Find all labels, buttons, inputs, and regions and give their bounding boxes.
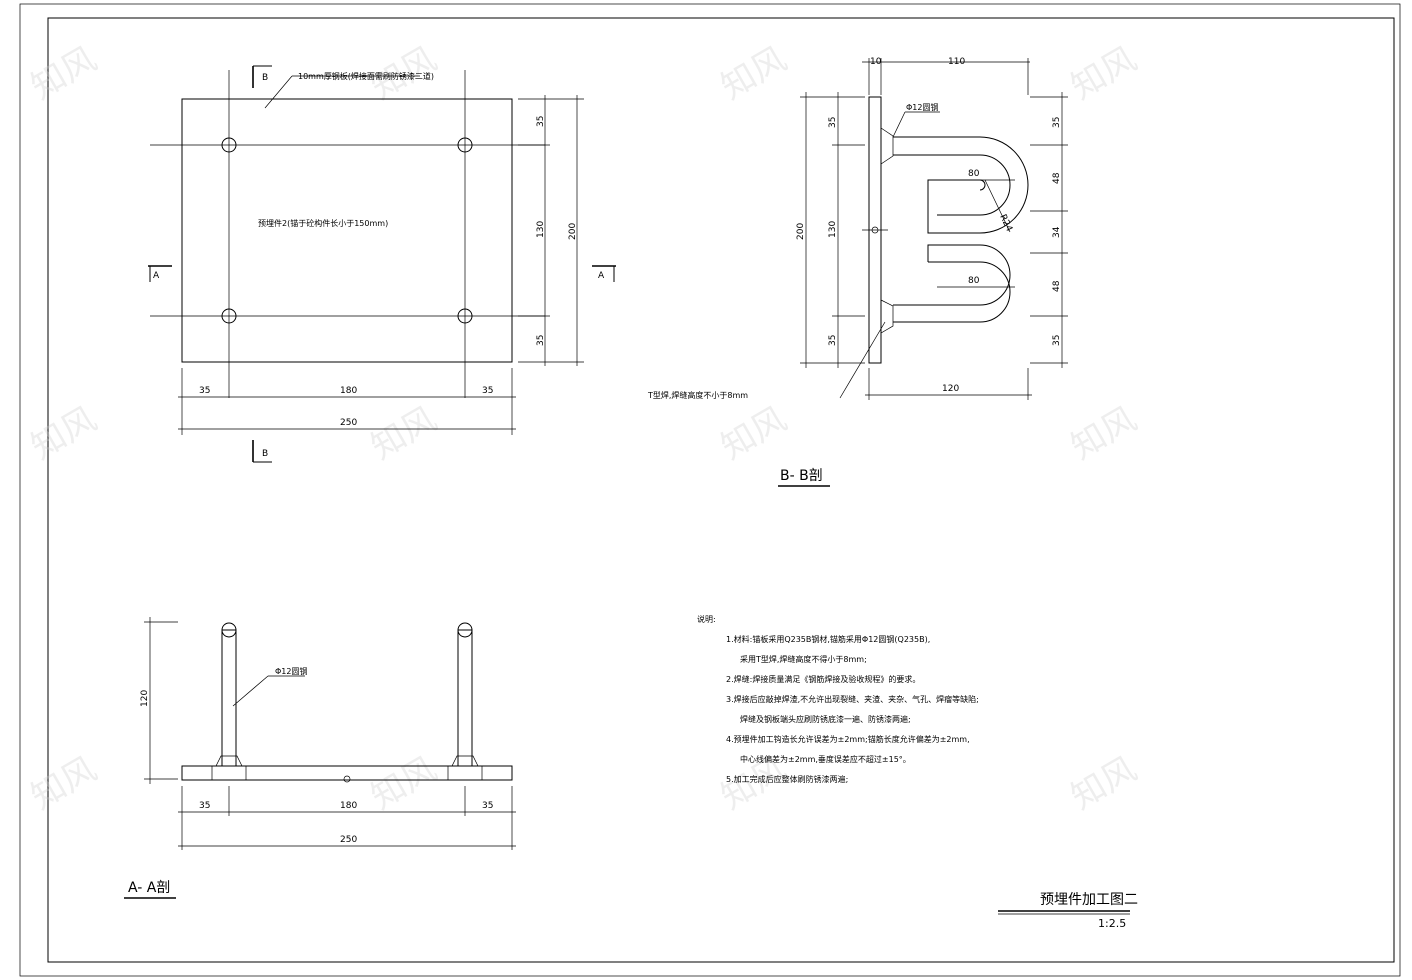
watermark-text: 知风 xyxy=(1065,399,1144,468)
embed-label: 预埋件2(锚于砼构件长小于150mm) xyxy=(258,218,388,228)
dim-left-mid: 130 xyxy=(828,221,838,238)
rebar-left xyxy=(221,629,237,767)
notes-heading: 说明: xyxy=(697,614,716,624)
anchor-hole xyxy=(457,308,473,324)
dim-h2: 48 xyxy=(1052,172,1062,184)
section-mark-b: B xyxy=(262,73,268,83)
section-aa-title: A- A剖 xyxy=(128,880,170,896)
dim-inner2: 80 xyxy=(968,276,980,286)
section-bb: R24 80 80 10 110 120 35 48 34 48 35 xyxy=(647,57,1068,487)
dim-top: 35 xyxy=(536,116,546,127)
note-line: 1.材料:锚板采用Q235B钢材,锚筋采用Φ12圆钢(Q235B), xyxy=(726,634,930,644)
u-rebar-lower xyxy=(893,244,1011,306)
watermark-text: 知风 xyxy=(715,399,794,468)
section-mark-b: B xyxy=(262,449,268,459)
dim-left-bot: 35 xyxy=(828,335,838,346)
watermark-text: 知风 xyxy=(1065,749,1144,818)
watermark-text: 知风 xyxy=(25,399,104,468)
watermark-text: 知风 xyxy=(25,749,104,818)
plate-section xyxy=(181,765,513,781)
note-line: 5.加工完成后应整体刷防锈漆两遍; xyxy=(726,774,848,784)
rebar-label: Φ12圆钢 xyxy=(906,102,938,112)
dim-right: 35 xyxy=(482,801,493,811)
dim-height: 120 xyxy=(140,690,150,707)
drawing-title: 预埋件加工图二 xyxy=(1040,892,1138,908)
u-rebar-upper xyxy=(893,136,1029,234)
dim-plate-t: 10 xyxy=(870,57,882,67)
dim-bottom: 35 xyxy=(536,335,546,346)
dim-h3: 34 xyxy=(1052,226,1062,238)
dim-total-h: 200 xyxy=(568,223,578,240)
section-bb-title: B- B剖 xyxy=(780,468,823,484)
note-line: 2.焊缝:焊接质量满足《钢筋焊接及验收规程》的要求。 xyxy=(726,674,920,684)
dim-inner1: 80 xyxy=(968,169,980,179)
drawing-scale: 1:2.5 xyxy=(1098,917,1126,930)
watermark-text: 知风 xyxy=(715,39,794,108)
dim-radius: R24 xyxy=(997,213,1014,234)
dim-total: 250 xyxy=(340,835,357,845)
note-line: 4.预埋件加工钩造长允许误差为±2mm;锚筋长度允许偏差为±2mm, xyxy=(726,734,970,744)
dim-center: 180 xyxy=(340,386,357,396)
plate-label: 10mm厚钢板(焊接面需刷防锈漆二道) xyxy=(298,71,434,81)
note-line: 焊缝及钢板端头应刷防锈底漆一遍、防锈漆两遍; xyxy=(740,714,911,724)
inner-frame xyxy=(47,17,1395,963)
anchor-hole xyxy=(457,137,473,153)
dim-h1: 35 xyxy=(1052,117,1062,128)
plan-view: B B A A 10mm厚钢板(焊接面需刷防锈漆二道) 预埋件2(锚于砼构件长小… xyxy=(148,65,616,463)
dim-left-total: 200 xyxy=(796,223,806,240)
watermark-text: 知风 xyxy=(25,39,104,108)
dim-left: 35 xyxy=(199,386,210,396)
anchor-hole xyxy=(221,308,237,324)
dim-left-top: 35 xyxy=(828,117,838,128)
section-mark-a: A xyxy=(598,271,605,281)
notes-block: 说明: 1.材料:锚板采用Q235B钢材,锚筋采用Φ12圆钢(Q235B), 采… xyxy=(697,614,979,784)
rebar-label: Φ12圆钢 xyxy=(275,666,307,676)
watermark-text: 知风 xyxy=(365,399,444,468)
note-line: 采用T型焊,焊缝高度不得小于8mm; xyxy=(740,654,867,664)
dim-left: 35 xyxy=(199,801,210,811)
dim-right: 35 xyxy=(482,386,493,396)
dim-center: 180 xyxy=(340,801,357,811)
dim-bottom-w: 120 xyxy=(942,384,959,394)
dim-top-w: 110 xyxy=(948,57,965,67)
dim-total-w: 250 xyxy=(340,418,357,428)
plate-outline xyxy=(181,98,513,363)
title-block: 预埋件加工图二 1:2.5 xyxy=(998,892,1138,930)
note-line: 3.焊接后应敲掉焊渣,不允许出现裂缝、夹渣、夹杂、气孔、焊瘤等缺陷; xyxy=(726,694,979,704)
anchor-hole xyxy=(221,137,237,153)
rebar-right xyxy=(457,629,473,767)
section-mark-a: A xyxy=(153,271,160,281)
dim-h5: 35 xyxy=(1052,335,1062,346)
dim-mid: 130 xyxy=(536,221,546,238)
watermark-text: 知风 xyxy=(1065,39,1144,108)
watermark-text: 知风 xyxy=(365,749,444,818)
section-aa: Φ12圆钢 120 35 180 35 250 A- A剖 xyxy=(124,617,516,899)
note-line: 中心线偏差为±2mm,垂度误差应不超过±15°。 xyxy=(740,754,911,764)
outer-frame xyxy=(19,3,1401,977)
weld-note: T型焊,焊缝高度不小于8mm xyxy=(647,390,748,400)
dim-h4: 48 xyxy=(1052,280,1062,292)
